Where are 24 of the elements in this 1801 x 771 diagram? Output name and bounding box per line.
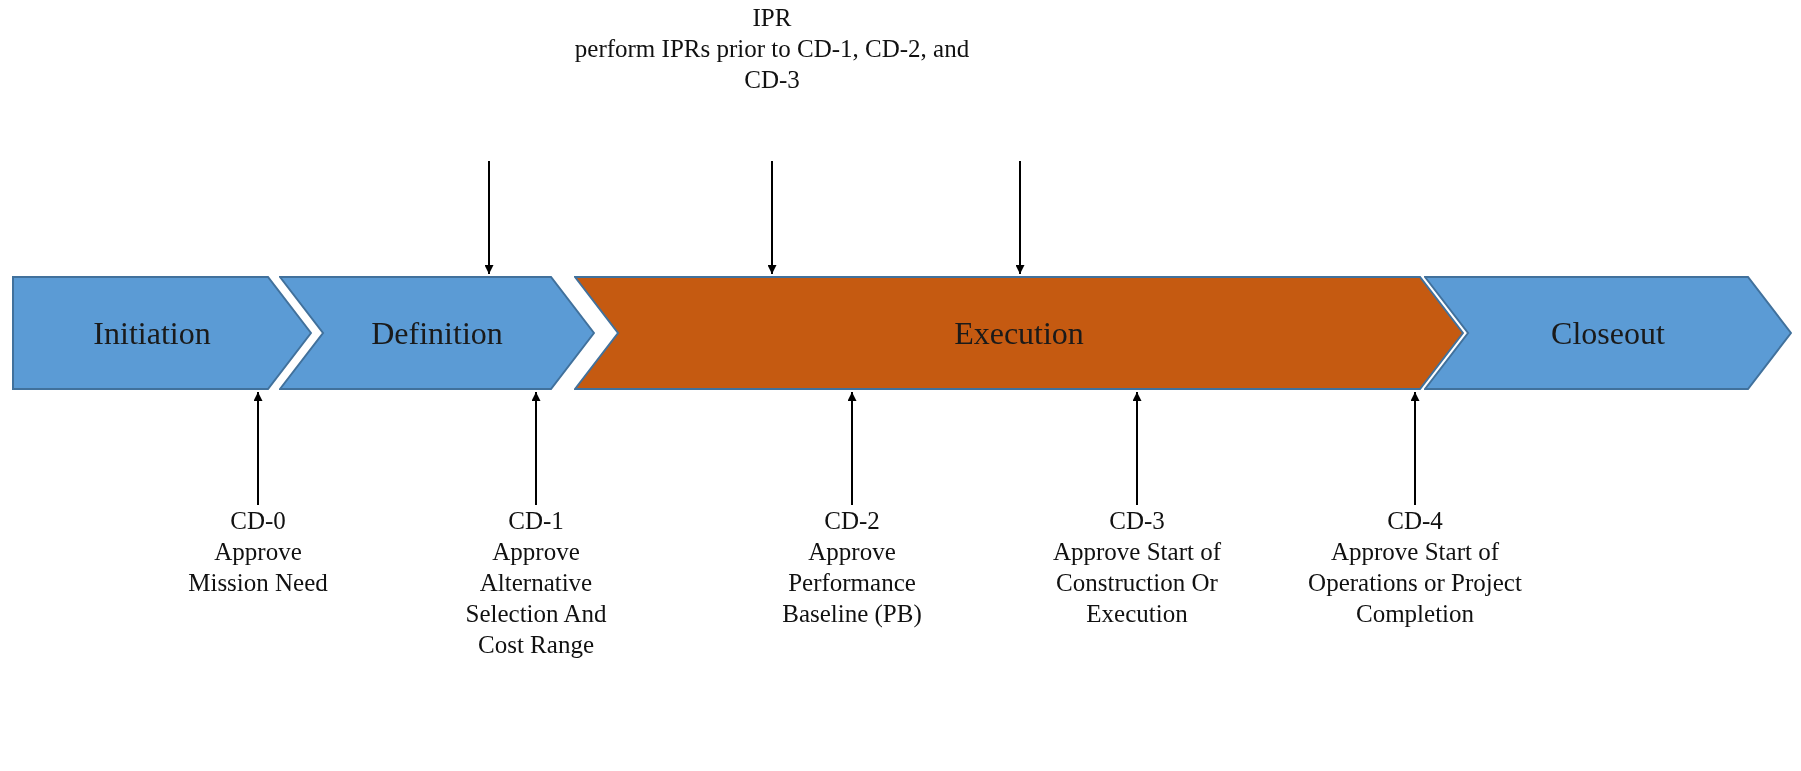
milestone-description: Approve Mission Need [187,537,329,598]
phase-label: Definition [370,317,504,349]
milestone-description: Approve Performance Baseline (PB) [781,537,923,629]
milestone-description: Approve Start of Operations or Project Completion [1307,537,1523,629]
arrow [253,391,263,506]
note-text: IPR [752,3,792,33]
milestone-description: Approve Alternative Selection And Cost Range [464,537,608,660]
note-text: perform IPRs prior to CD-1, CD-2, and CD-3 [573,34,971,95]
milestone-code: CD-0 [230,506,286,536]
arrow [1132,391,1142,506]
arrow [484,160,494,275]
arrow [767,160,777,275]
phase-label: Closeout [1550,317,1666,349]
milestone-code: CD-3 [1109,506,1165,536]
milestone-description: Approve Start of Construction Or Execution [1052,537,1222,629]
milestone-code: CD-4 [1387,506,1443,536]
arrow [531,391,541,506]
arrow [1015,160,1025,275]
milestone-code: CD-1 [508,506,564,536]
phase-label: Execution [953,317,1085,349]
arrow [847,391,857,506]
phase-label: Initiation [93,317,212,349]
milestone-code: CD-2 [824,506,880,536]
arrow [1410,391,1420,506]
